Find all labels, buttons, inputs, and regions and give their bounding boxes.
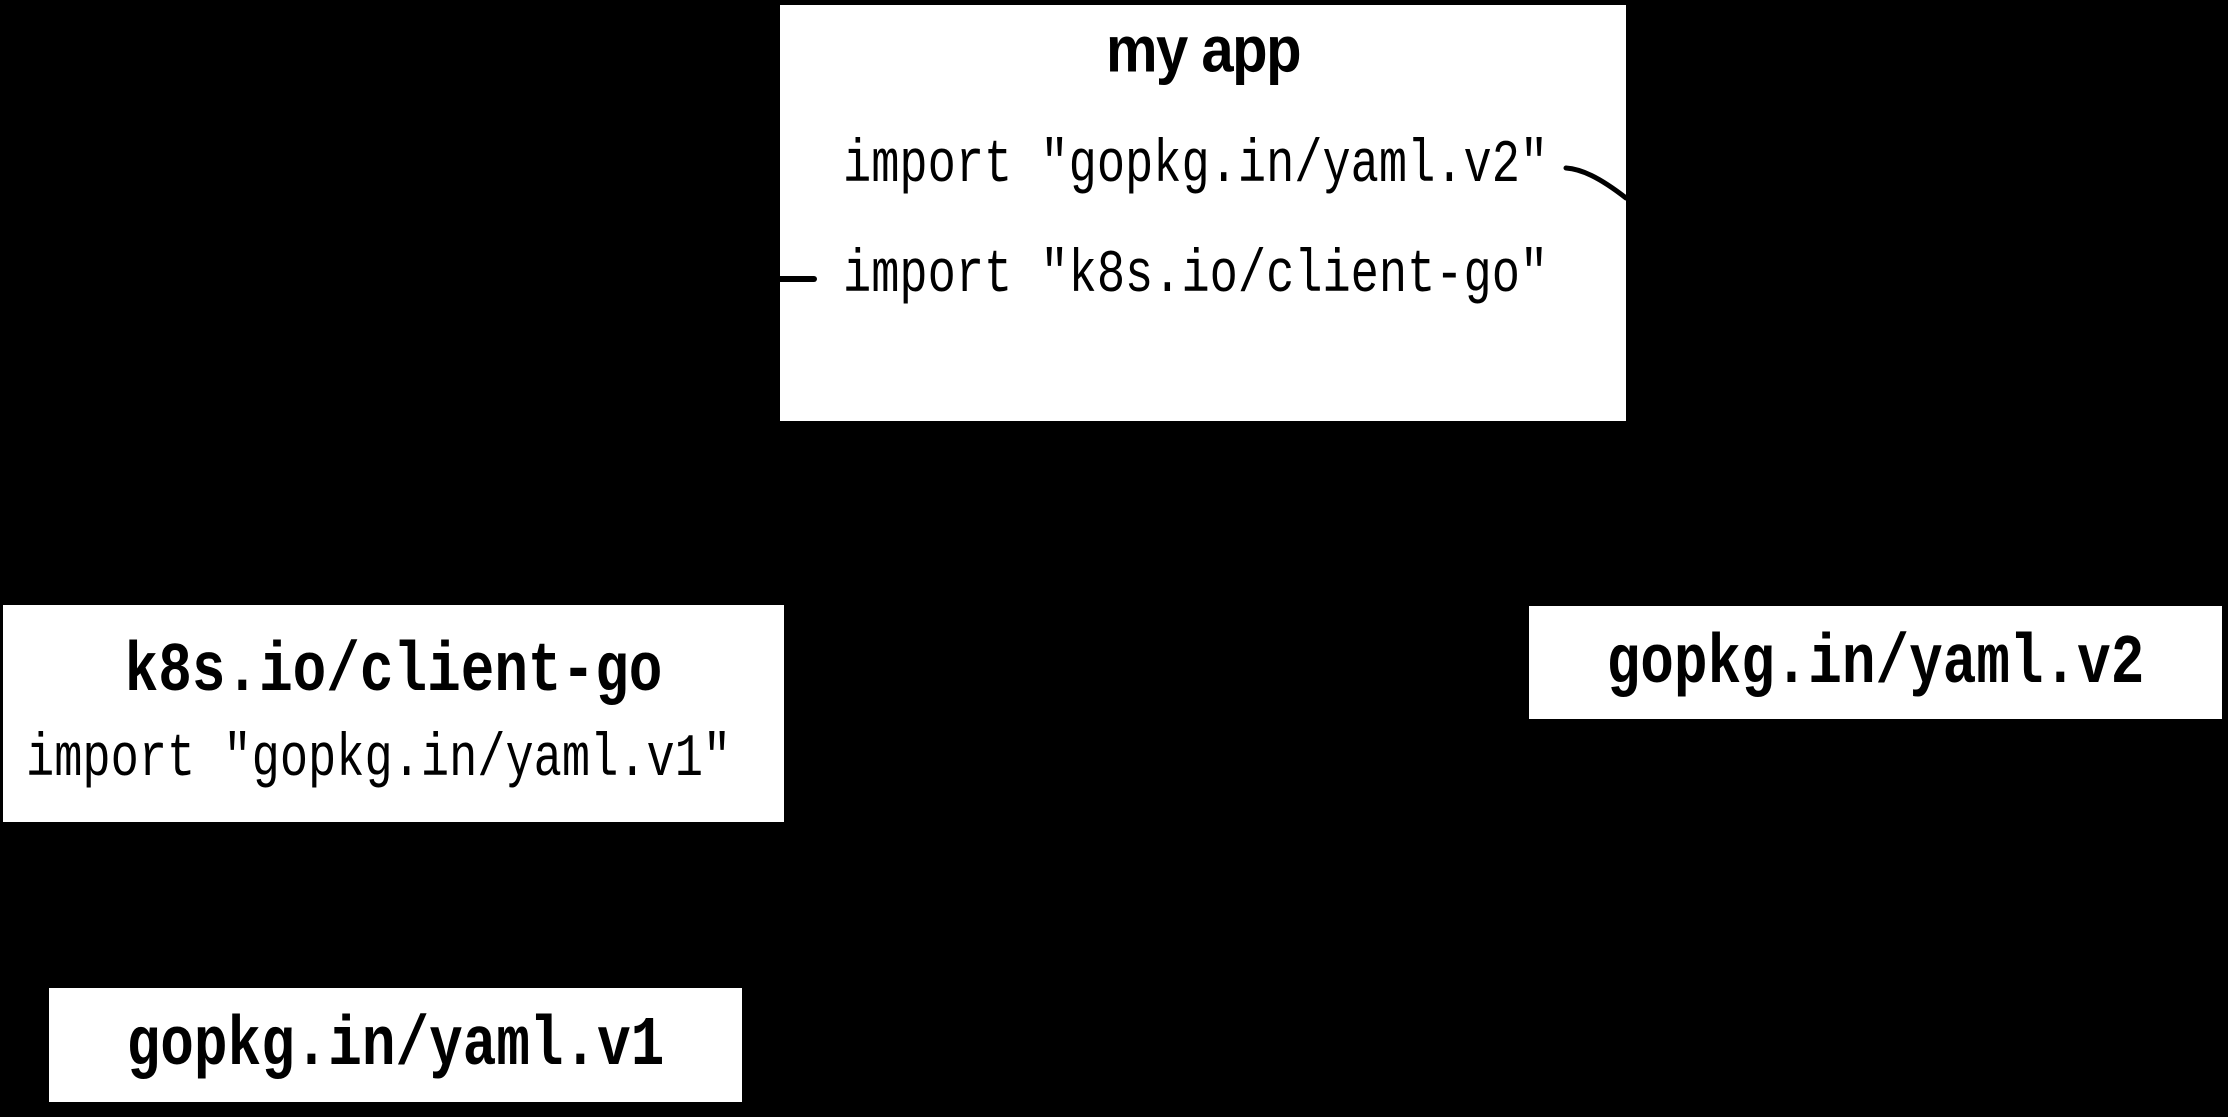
import-statement-yaml-v1: import "gopkg.in/yaml.v1": [26, 726, 732, 795]
client-go-title: k8s.io/client-go: [124, 631, 663, 711]
connector-stub-to-client-go-icon: [780, 276, 817, 282]
import-statement-client-go: import "k8s.io/client-go": [843, 242, 1549, 311]
node-yaml-v2: gopkg.in/yaml.v2: [1529, 606, 2222, 719]
import-statement-yaml-v2: import "gopkg.in/yaml.v2": [843, 132, 1549, 201]
connector-stub-to-yaml-v2-icon: [1563, 165, 1629, 201]
my-app-title: my app: [1105, 13, 1302, 86]
node-my-app: my app import "gopkg.in/yaml.v2" import …: [780, 5, 1629, 421]
yaml-v2-title: gopkg.in/yaml.v2: [1606, 622, 2145, 703]
yaml-v1-title: gopkg.in/yaml.v1: [126, 1005, 665, 1085]
node-client-go: k8s.io/client-go import "gopkg.in/yaml.v…: [3, 605, 784, 822]
node-yaml-v1: gopkg.in/yaml.v1: [49, 988, 742, 1102]
